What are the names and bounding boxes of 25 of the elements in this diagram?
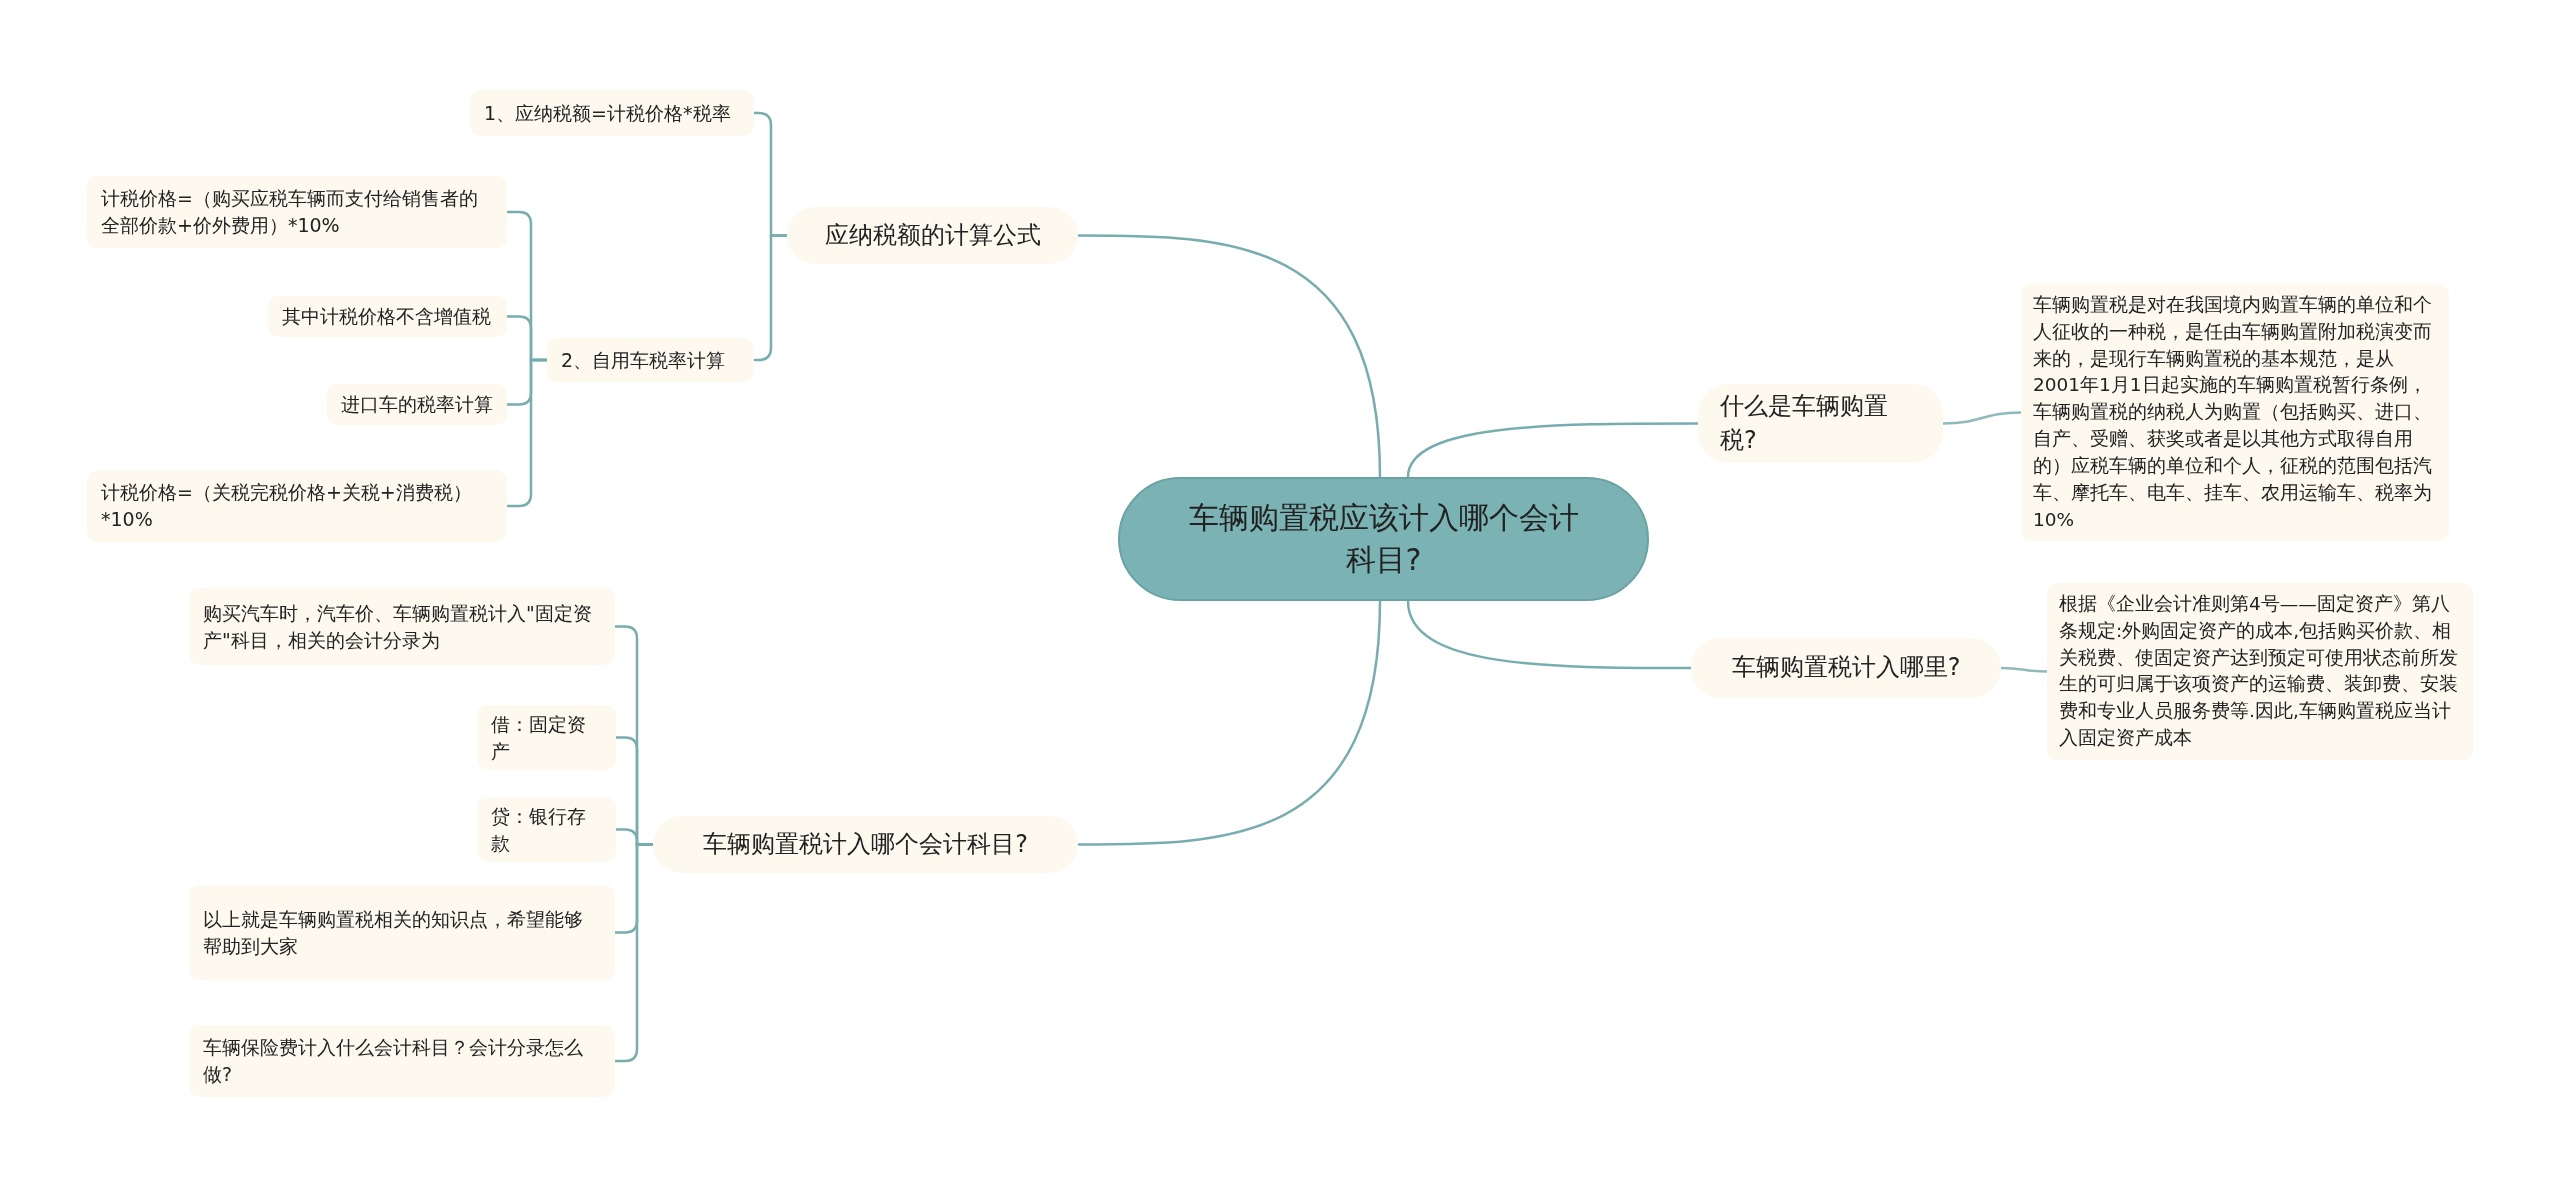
central-topic: 车辆购置税应该计入哪个会计科目? <box>1118 477 1649 601</box>
subtopic-box: 车辆保险费计入什么会计科目？会计分录怎么做? <box>189 1025 615 1097</box>
connector <box>1406 422 1698 478</box>
subtopic-box: 1、应纳税额=计税价格*税率 <box>470 90 754 136</box>
subtopic-box: 购买汽车时，汽车价、车辆购置税计入"固定资产"科目，相关的会计分录为 <box>189 588 615 665</box>
connector <box>1406 600 1691 670</box>
connector <box>615 843 653 1063</box>
note-box: 车辆购置税是对在我国境内购置车辆的单位和个人征收的一种税，是任由车辆购置附加税演变而来的，是现行车辆购置税的基本规范，是从2001年1月1日起实施的车辆购置税暂行条例，车辆购置税的纳税人为购置（包括购买、进口、自产、受赠、获奖或者是以其他方式取得自用的）应税车辆的单位和个人，征税的范围包括汽车、摩托车、电车、挂车、农用运输车、税率为10% <box>2021 284 2449 542</box>
subtopic-box: 贷：银行存款 <box>477 797 616 863</box>
connector <box>2001 666 2047 673</box>
note-box: 根据《企业会计准则第4号——固定资产》第八条规定:外购固定资产的成本,包括购买价款、相关税费、使固定资产达到预定可使用状态前所发生的可归属于该项资产的运输费、装卸费、安装费和专业人员服务费等.因此,车辆购置税应当计入固定资产成本 <box>2047 583 2473 760</box>
connector <box>1078 600 1382 846</box>
subtopic-box: 进口车的税率计算 <box>327 384 507 425</box>
subtopic-box: 2、自用车税率计算 <box>547 338 754 382</box>
topic-box: 车辆购置税计入哪里? <box>1691 638 2001 698</box>
subtopic-box: 计税价格=（关税完税价格+关税+消费税）*10% <box>87 470 507 542</box>
topic-box: 车辆购置税计入哪个会计科目? <box>653 816 1078 873</box>
connector <box>1942 411 2022 425</box>
subtopic-box: 计税价格=（购买应税车辆而支付给销售者的全部价款+价外费用）*10% <box>87 176 507 248</box>
topic-box: 应纳税额的计算公式 <box>787 207 1078 264</box>
subtopic-box: 其中计税价格不含增值税 <box>268 296 507 337</box>
topic-box: 什么是车辆购置税? <box>1698 384 1943 464</box>
subtopic-box: 以上就是车辆购置税相关的知识点，希望能够帮助到大家 <box>189 885 615 980</box>
subtopic-box: 借：固定资产 <box>477 705 616 771</box>
connector <box>1078 234 1382 478</box>
